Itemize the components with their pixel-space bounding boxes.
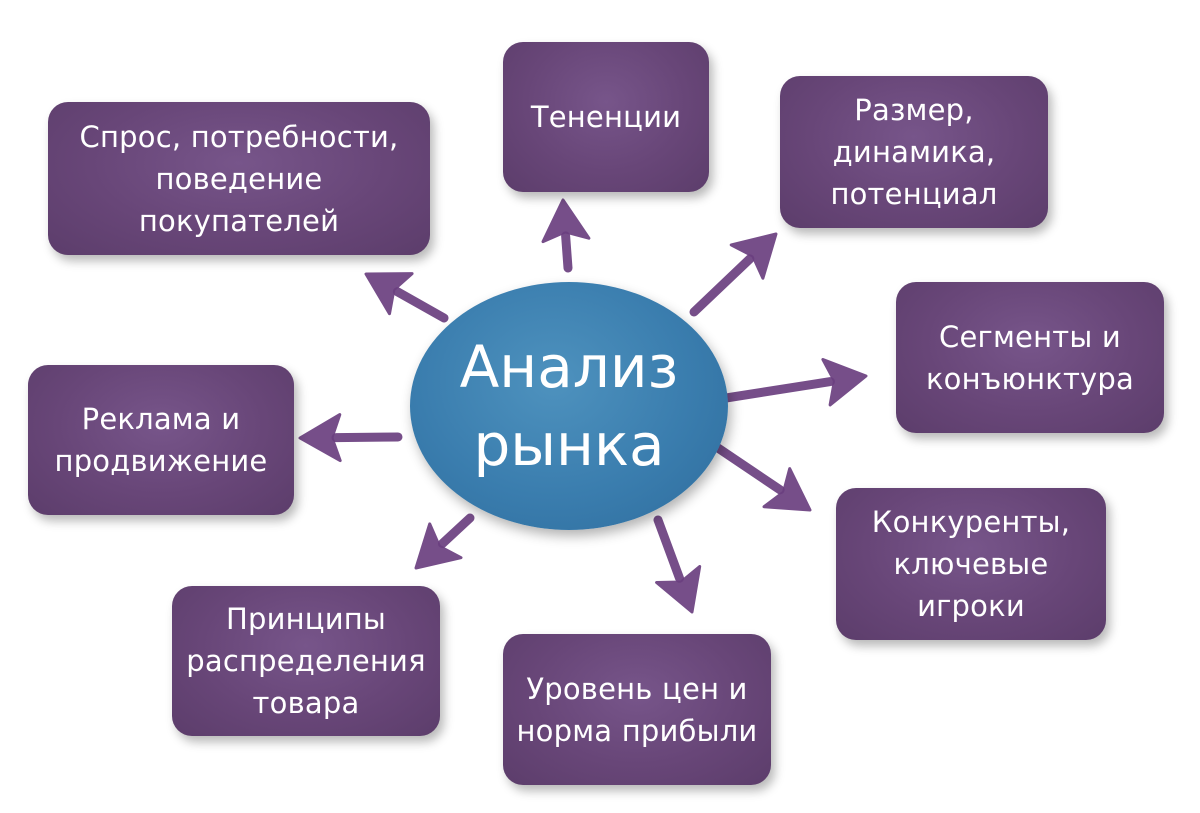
center-node-label: Анализ рынка: [459, 333, 679, 479]
node-demand: Спрос, потребности, поведение покупателе…: [48, 102, 430, 255]
node-price: Уровень цен и норма прибыли: [503, 634, 771, 785]
node-price-label: Уровень цен и норма прибыли: [516, 671, 758, 748]
node-advertising: Реклама и продвижение: [28, 365, 294, 515]
node-competitors-label: Конкуренты, ключевые игроки: [871, 505, 1071, 623]
node-demand-label: Спрос, потребности, поведение покупателе…: [79, 119, 399, 238]
arrow-to-size-head: [729, 232, 778, 280]
arrow-to-advertising: [298, 413, 403, 463]
node-size-label: Размер, динамика, потенциал: [830, 93, 998, 211]
arrow-to-competitors-shaft: [713, 443, 785, 495]
arrow-to-trends: [541, 198, 591, 273]
arrow-to-competitors-head: [762, 467, 812, 512]
arrow-to-competitors: [713, 443, 812, 512]
arrow-to-distribution: [414, 513, 475, 570]
arrow-to-price: [653, 515, 702, 614]
node-trends: Тененции: [503, 42, 709, 192]
arrow-to-distribution-shaft: [437, 513, 475, 549]
arrow-to-price-shaft: [653, 515, 685, 583]
arrow-to-size: [689, 232, 778, 317]
arrow-to-demand: [364, 272, 449, 323]
node-size: Размер, динамика, потенциал: [780, 76, 1048, 228]
node-competitors: Конкуренты, ключевые игроки: [836, 488, 1106, 640]
arrow-to-demand-head: [364, 272, 414, 316]
arrow-to-size-shaft: [689, 254, 755, 317]
node-distribution: Принципы распределения товара: [172, 586, 440, 736]
node-trends-label: Тененции: [530, 100, 682, 134]
arrow-to-segments: [721, 358, 868, 407]
center-node-market-analysis: Анализ рынка: [410, 282, 728, 530]
arrow-to-price-head: [655, 565, 702, 614]
node-advertising-label: Реклама и продвижение: [54, 402, 268, 478]
node-distribution-label: Принципы распределения товара: [186, 602, 426, 720]
arrow-to-advertising-head: [298, 413, 342, 463]
arrow-to-trends-head: [541, 198, 591, 244]
arrow-to-demand-shaft: [392, 287, 449, 323]
arrow-to-advertising-shaft: [331, 432, 403, 443]
node-segments-label: Сегменты и конъюнктура: [925, 319, 1135, 396]
node-segments: Сегменты и конъюнктура: [896, 282, 1164, 433]
arrow-to-trends-shaft: [561, 231, 573, 273]
arrow-to-segments-head: [821, 358, 868, 407]
arrow-to-distribution-head: [414, 522, 463, 570]
arrow-to-segments-shaft: [721, 377, 835, 403]
